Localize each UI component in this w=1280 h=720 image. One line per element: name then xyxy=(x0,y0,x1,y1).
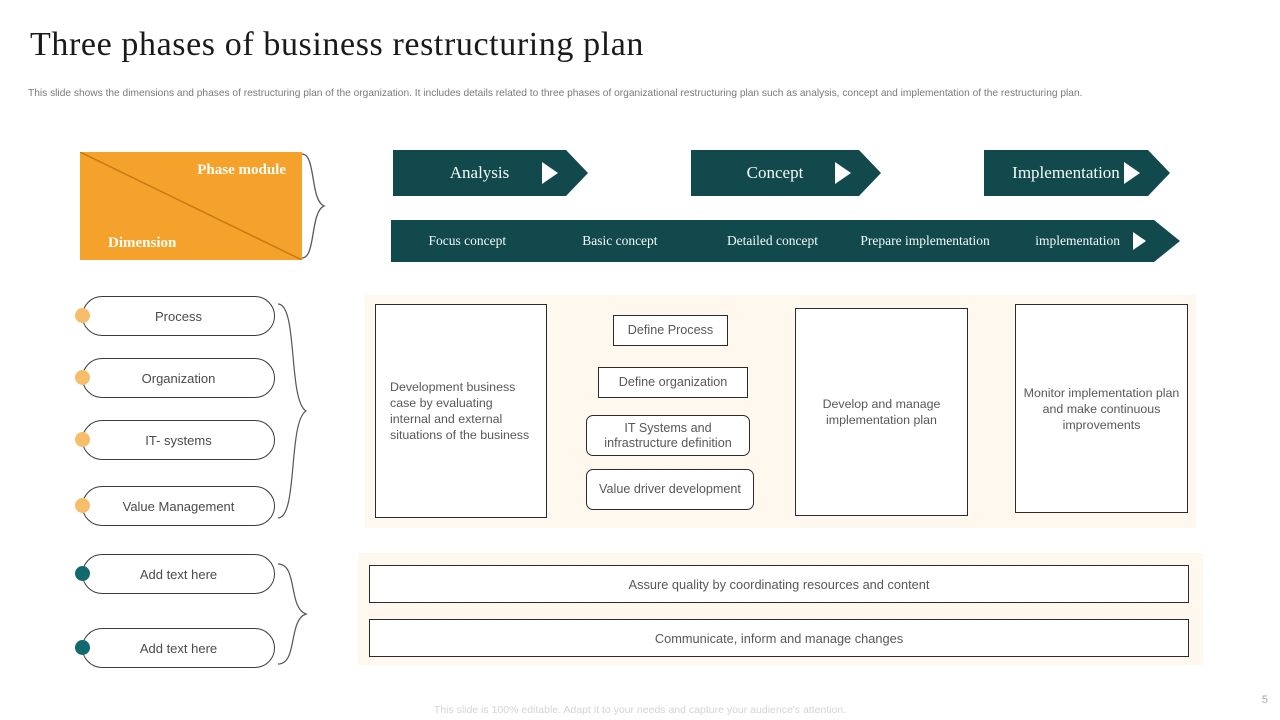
footer-note: This slide is 100% editable. Adapt it to… xyxy=(433,704,847,716)
page-title: Three phases of business restructuring p… xyxy=(30,26,645,63)
concept-chip-label: IT Systems and infrastructure definition xyxy=(604,420,732,450)
dimension-pill-organization[interactable]: Organization xyxy=(82,358,275,398)
subphase-band: Focus concept Basic concept Detailed con… xyxy=(391,220,1180,262)
phase-module-matrix-header: Phase module Dimension xyxy=(80,152,302,260)
concept-chip-label: Define organization xyxy=(618,375,728,389)
bullet-dot-icon xyxy=(75,432,90,447)
analysis-detail-text: Development business case by evaluating … xyxy=(390,380,530,442)
subphase-item-implementation[interactable]: implementation xyxy=(1035,233,1121,248)
concept-chip-define-process[interactable]: Define Process xyxy=(613,315,728,346)
bullet-dot-icon xyxy=(75,308,90,323)
dimension-pill-label: Process xyxy=(155,308,202,324)
cross-bar-communicate[interactable]: Communicate, inform and manage changes xyxy=(369,619,1189,657)
subphase-item-detailed-concept[interactable]: Detailed concept xyxy=(726,233,819,248)
bullet-dot-icon xyxy=(75,640,90,655)
phase-arrow-concept[interactable]: Concept xyxy=(691,150,881,196)
concept-chip-label: Value driver development xyxy=(599,482,741,496)
dimension-pill-label: Add text here xyxy=(139,566,218,582)
arrow-right-icon xyxy=(542,162,558,184)
arrow-right-icon xyxy=(835,162,851,184)
dimension-pill-add-text-2[interactable]: Add text here xyxy=(82,628,275,668)
cross-bar-label: Communicate, inform and manage changes xyxy=(654,630,904,646)
monitor-implementation-box[interactable]: Monitor implementation plan and make con… xyxy=(1015,304,1188,513)
dimension-label: Dimension xyxy=(108,235,177,251)
dimension-pill-label: Add text here xyxy=(139,640,218,656)
analysis-detail-box[interactable]: Development business case by evaluating … xyxy=(375,304,547,518)
bullet-dot-icon xyxy=(75,370,90,385)
phase-arrow-label: Implementation xyxy=(1012,163,1120,182)
dimension-group-brace-top-icon xyxy=(277,303,308,519)
dimension-pill-label: Organization xyxy=(141,370,216,386)
subphase-item-prepare-implementation[interactable]: Prepare implementation xyxy=(860,233,990,248)
page-subtitle: This slide shows the dimensions and phas… xyxy=(28,88,1083,99)
dimension-pill-label: IT- systems xyxy=(145,432,212,448)
matrix-header-brace-icon xyxy=(301,153,326,259)
phase-module-label: Phase module xyxy=(197,162,286,178)
bullet-dot-icon xyxy=(75,566,90,581)
diagonal-divider-icon xyxy=(80,152,302,260)
concept-chip-define-organization[interactable]: Define organization xyxy=(598,367,748,398)
dimension-pill-process[interactable]: Process xyxy=(82,296,275,336)
page-number: 5 xyxy=(1261,694,1268,706)
subphase-item-basic-concept[interactable]: Basic concept xyxy=(582,233,658,248)
dimension-pill-value-management[interactable]: Value Management xyxy=(82,486,275,526)
phase-arrow-label: Analysis xyxy=(449,163,510,182)
dimension-group-brace-bottom-icon xyxy=(277,563,308,665)
arrow-right-icon xyxy=(1124,162,1140,184)
phase-arrow-label: Concept xyxy=(746,163,804,182)
dimension-pill-add-text-1[interactable]: Add text here xyxy=(82,554,275,594)
concept-chip-label: Define Process xyxy=(627,323,714,337)
concept-chip-value-driver[interactable]: Value driver development xyxy=(586,469,754,510)
monitor-implementation-text: Monitor implementation plan and make con… xyxy=(1023,385,1180,432)
dimension-pill-it-systems[interactable]: IT- systems xyxy=(82,420,275,460)
phase-arrow-analysis[interactable]: Analysis xyxy=(393,150,588,196)
concept-chip-it-systems[interactable]: IT Systems and infrastructure definition xyxy=(586,415,750,456)
subphase-item-focus-concept[interactable]: Focus concept xyxy=(428,233,507,248)
dimension-pill-label: Value Management xyxy=(122,498,235,514)
arrow-right-icon xyxy=(1133,232,1146,250)
cross-bar-label: Assure quality by coordinating resources… xyxy=(628,576,930,592)
develop-implementation-text: Develop and manage implementation plan xyxy=(822,397,941,427)
bullet-dot-icon xyxy=(75,498,90,513)
phase-arrow-implementation[interactable]: Implementation xyxy=(984,150,1170,196)
develop-implementation-box[interactable]: Develop and manage implementation plan xyxy=(795,308,968,516)
cross-bar-assure-quality[interactable]: Assure quality by coordinating resources… xyxy=(369,565,1189,603)
